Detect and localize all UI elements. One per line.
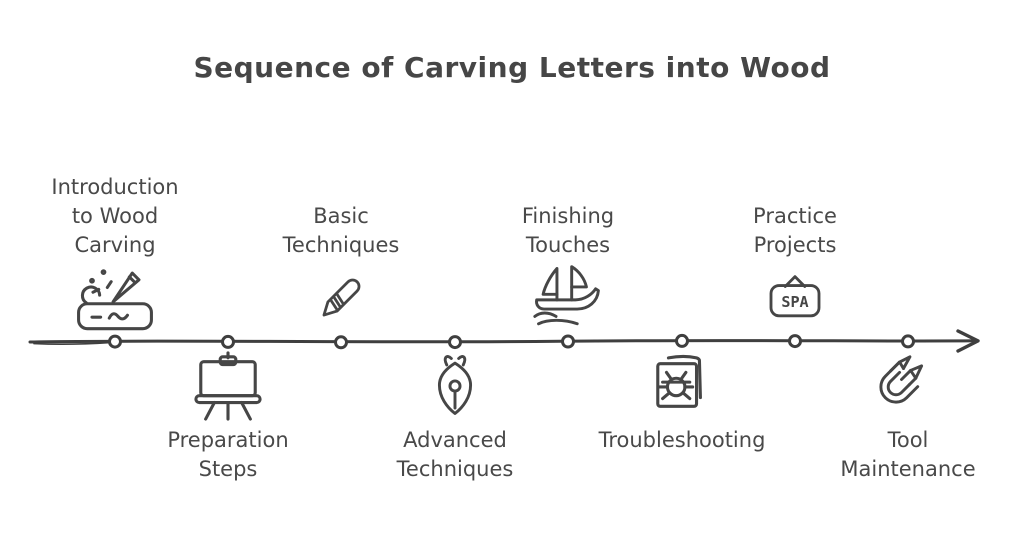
- timeline-axis: [28, 329, 980, 353]
- timeline-line-taper: [33, 341, 111, 345]
- arrow-head-icon: [956, 329, 980, 353]
- timeline-item-introduction: Introduction to Wood Carving: [40, 173, 190, 334]
- pen-nib-icon: [431, 350, 479, 422]
- timeline-node: [108, 334, 122, 349]
- item-label: Tool Maintenance: [840, 428, 976, 481]
- timeline-node: [448, 335, 462, 350]
- timeline-item-troubleshooting: Troubleshooting: [572, 350, 792, 455]
- timeline-line: [28, 339, 978, 344]
- tool-case-icon: [875, 350, 941, 422]
- sailboat-icon: [529, 262, 607, 334]
- carving-knife-icon: [310, 262, 372, 334]
- spa-sign-icon: SPA: [763, 262, 827, 334]
- timeline-item-finishing: Finishing Touches: [493, 202, 643, 334]
- timeline-node: [901, 334, 915, 349]
- timeline-node: [561, 334, 575, 349]
- item-label: Advanced Techniques: [396, 428, 514, 481]
- timeline-node: [221, 334, 235, 349]
- bug-document-icon: [651, 350, 713, 422]
- timeline-item-basic: Basic Techniques: [266, 202, 416, 334]
- timeline-item-practice: Practice Projects SPA: [720, 202, 870, 334]
- easel-icon: [189, 350, 267, 422]
- timeline-item-tool-maintenance: Tool Maintenance: [828, 350, 988, 484]
- timeline-node: [334, 335, 348, 350]
- item-label: Basic Techniques: [282, 204, 400, 257]
- item-label: Finishing Touches: [521, 204, 615, 257]
- item-label: Practice Projects: [753, 204, 837, 257]
- timeline-item-preparation: Preparation Steps: [148, 350, 308, 484]
- item-label: Introduction to Wood Carving: [51, 175, 179, 257]
- wood-carving-icon: [69, 262, 161, 334]
- timeline-item-advanced: Advanced Techniques: [375, 350, 535, 484]
- page-title: Sequence of Carving Letters into Wood: [193, 51, 831, 84]
- item-label: Preparation Steps: [167, 428, 289, 481]
- timeline-node: [675, 333, 689, 348]
- spa-sign-label: SPA: [781, 293, 808, 311]
- timeline-node: [788, 334, 802, 349]
- item-label: Troubleshooting: [598, 428, 766, 452]
